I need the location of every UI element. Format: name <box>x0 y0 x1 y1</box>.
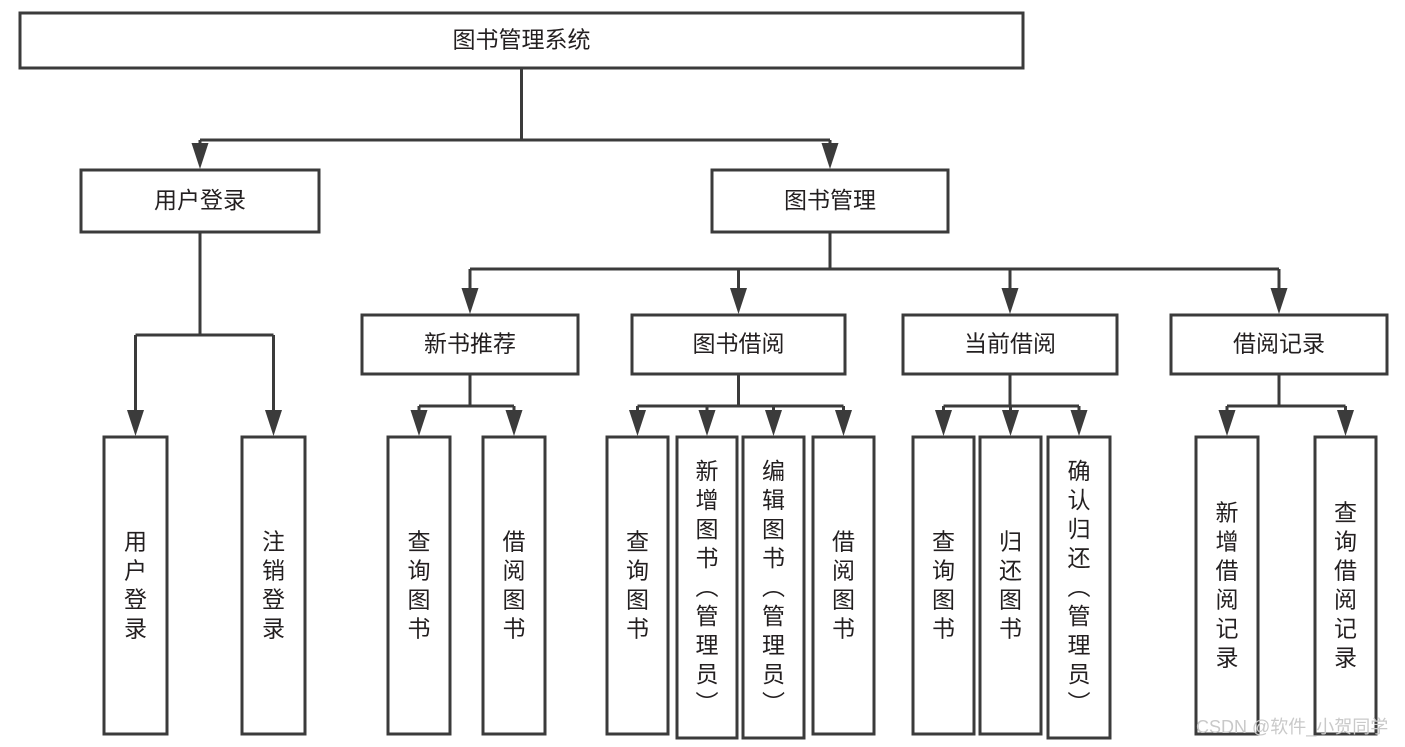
node-box-leaf-rec-add[interactable] <box>1194 435 1260 736</box>
node-leaf-cur-query[interactable]: 查询图书 <box>911 435 976 736</box>
node-leaf-nb-query[interactable]: 查询图书 <box>386 435 452 736</box>
node-label-leaf-nb-query: 查询图书 <box>408 529 431 642</box>
node-root[interactable]: 图书管理系统 <box>18 11 1025 70</box>
node-box-bookmgmt[interactable] <box>710 168 950 234</box>
node-label-leaf-bw-add: 新增图书︵管理员︶ <box>696 458 719 716</box>
node-label-leaf-bw-query: 查询图书 <box>626 529 649 642</box>
node-borrow[interactable]: 图书借阅 <box>630 313 847 376</box>
node-box-newbook[interactable] <box>360 313 580 376</box>
edges-layer <box>127 68 1354 436</box>
node-leaf-bw-edit[interactable]: 编辑图书︵管理员︶ <box>741 435 806 740</box>
node-label-borrow: 图书借阅 <box>693 331 785 357</box>
node-label-bookmgmt: 图书管理 <box>784 187 876 213</box>
node-box-leaf-bw-query[interactable] <box>605 435 670 736</box>
node-leaf-bw-add[interactable]: 新增图书︵管理员︶ <box>675 435 739 740</box>
node-bookmgmt[interactable]: 图书管理 <box>710 168 950 234</box>
arrow-head <box>1218 410 1236 436</box>
arrow-head <box>461 288 479 314</box>
node-label-leaf-rec-add: 新增借阅记录 <box>1216 500 1239 671</box>
arrow-head <box>1270 288 1288 314</box>
arrow-head <box>410 410 428 436</box>
node-label-current: 当前借阅 <box>964 331 1056 357</box>
node-leaf-rec-query[interactable]: 查询借阅记录 <box>1313 435 1378 736</box>
arrow-head <box>935 410 952 436</box>
arrow-head <box>191 143 209 169</box>
node-login[interactable]: 用户登录 <box>79 168 321 234</box>
node-box-root[interactable] <box>18 11 1025 70</box>
node-label-newbook: 新书推荐 <box>424 331 516 357</box>
node-box-borrow[interactable] <box>630 313 847 376</box>
node-leaf-nb-borrow[interactable]: 借阅图书 <box>481 435 547 736</box>
node-box-leaf-bw-add[interactable] <box>675 435 739 740</box>
node-box-leaf-bw-edit[interactable] <box>741 435 806 740</box>
node-box-leaf-cur-return[interactable] <box>978 435 1043 736</box>
node-leaf-bw-query[interactable]: 查询图书 <box>605 435 670 736</box>
node-leaf-rec-add[interactable]: 新增借阅记录 <box>1194 435 1260 736</box>
edge-group-root <box>191 68 839 169</box>
nodes-layer: 图书管理系统用户登录图书管理新书推荐图书借阅当前借阅借阅记录用户登录注销登录查询… <box>18 11 1389 740</box>
node-box-leaf-user-logout[interactable] <box>240 435 307 736</box>
node-box-leaf-bw-borrow[interactable] <box>811 435 876 736</box>
node-label-leaf-rec-query: 查询借阅记录 <box>1334 500 1357 671</box>
node-box-leaf-cur-query[interactable] <box>911 435 976 736</box>
node-box-records[interactable] <box>1169 313 1389 376</box>
node-label-root: 图书管理系统 <box>453 27 591 53</box>
node-label-leaf-cur-confirm: 确认归还︵管理员︶ <box>1068 458 1091 716</box>
node-box-login[interactable] <box>79 168 321 234</box>
arrow-head <box>821 143 839 169</box>
arrow-head <box>265 410 282 436</box>
edge-group-borrow <box>629 374 852 436</box>
csdn-watermark: CSDN @软件_小贺同学 <box>1196 717 1388 738</box>
node-label-records: 借阅记录 <box>1233 331 1325 357</box>
node-box-leaf-nb-query[interactable] <box>386 435 452 736</box>
node-current[interactable]: 当前借阅 <box>901 313 1119 376</box>
node-label-leaf-user-login: 用户登录 <box>124 529 147 642</box>
node-box-leaf-user-login[interactable] <box>102 435 169 736</box>
arrow-head <box>1337 410 1354 436</box>
node-box-leaf-nb-borrow[interactable] <box>481 435 547 736</box>
node-leaf-cur-confirm[interactable]: 确认归还︵管理员︶ <box>1046 435 1112 740</box>
arrow-head <box>765 410 782 436</box>
node-records[interactable]: 借阅记录 <box>1169 313 1389 376</box>
edge-group-bookmgmt <box>461 232 1288 314</box>
node-label-leaf-nb-borrow: 借阅图书 <box>503 529 526 642</box>
arrow-head <box>730 288 747 314</box>
node-label-leaf-cur-query: 查询图书 <box>932 529 955 642</box>
node-box-leaf-rec-query[interactable] <box>1313 435 1378 736</box>
edge-group-current <box>935 374 1088 436</box>
node-label-leaf-bw-borrow: 借阅图书 <box>832 529 855 642</box>
arrow-head <box>127 410 144 436</box>
node-label-leaf-bw-edit: 编辑图书︵管理员︶ <box>762 458 785 716</box>
arrow-head <box>1001 288 1019 314</box>
arrow-head <box>629 410 646 436</box>
edge-group-newbook <box>410 374 523 436</box>
node-leaf-cur-return[interactable]: 归还图书 <box>978 435 1043 736</box>
node-box-current[interactable] <box>901 313 1119 376</box>
node-leaf-user-logout[interactable]: 注销登录 <box>240 435 307 736</box>
arrow-head <box>505 410 523 436</box>
node-leaf-user-login[interactable]: 用户登录 <box>102 435 169 736</box>
node-label-leaf-user-logout: 注销登录 <box>262 529 285 642</box>
arrow-head <box>835 410 852 436</box>
node-newbook[interactable]: 新书推荐 <box>360 313 580 376</box>
arrow-head <box>1070 410 1088 436</box>
arrow-head <box>698 410 716 436</box>
node-leaf-bw-borrow[interactable]: 借阅图书 <box>811 435 876 736</box>
arrow-head <box>1002 410 1019 436</box>
node-label-leaf-cur-return: 归还图书 <box>999 529 1022 642</box>
edge-group-login <box>127 232 282 436</box>
node-label-login: 用户登录 <box>154 187 246 213</box>
edge-group-records <box>1218 374 1354 436</box>
node-box-leaf-cur-confirm[interactable] <box>1046 435 1112 740</box>
